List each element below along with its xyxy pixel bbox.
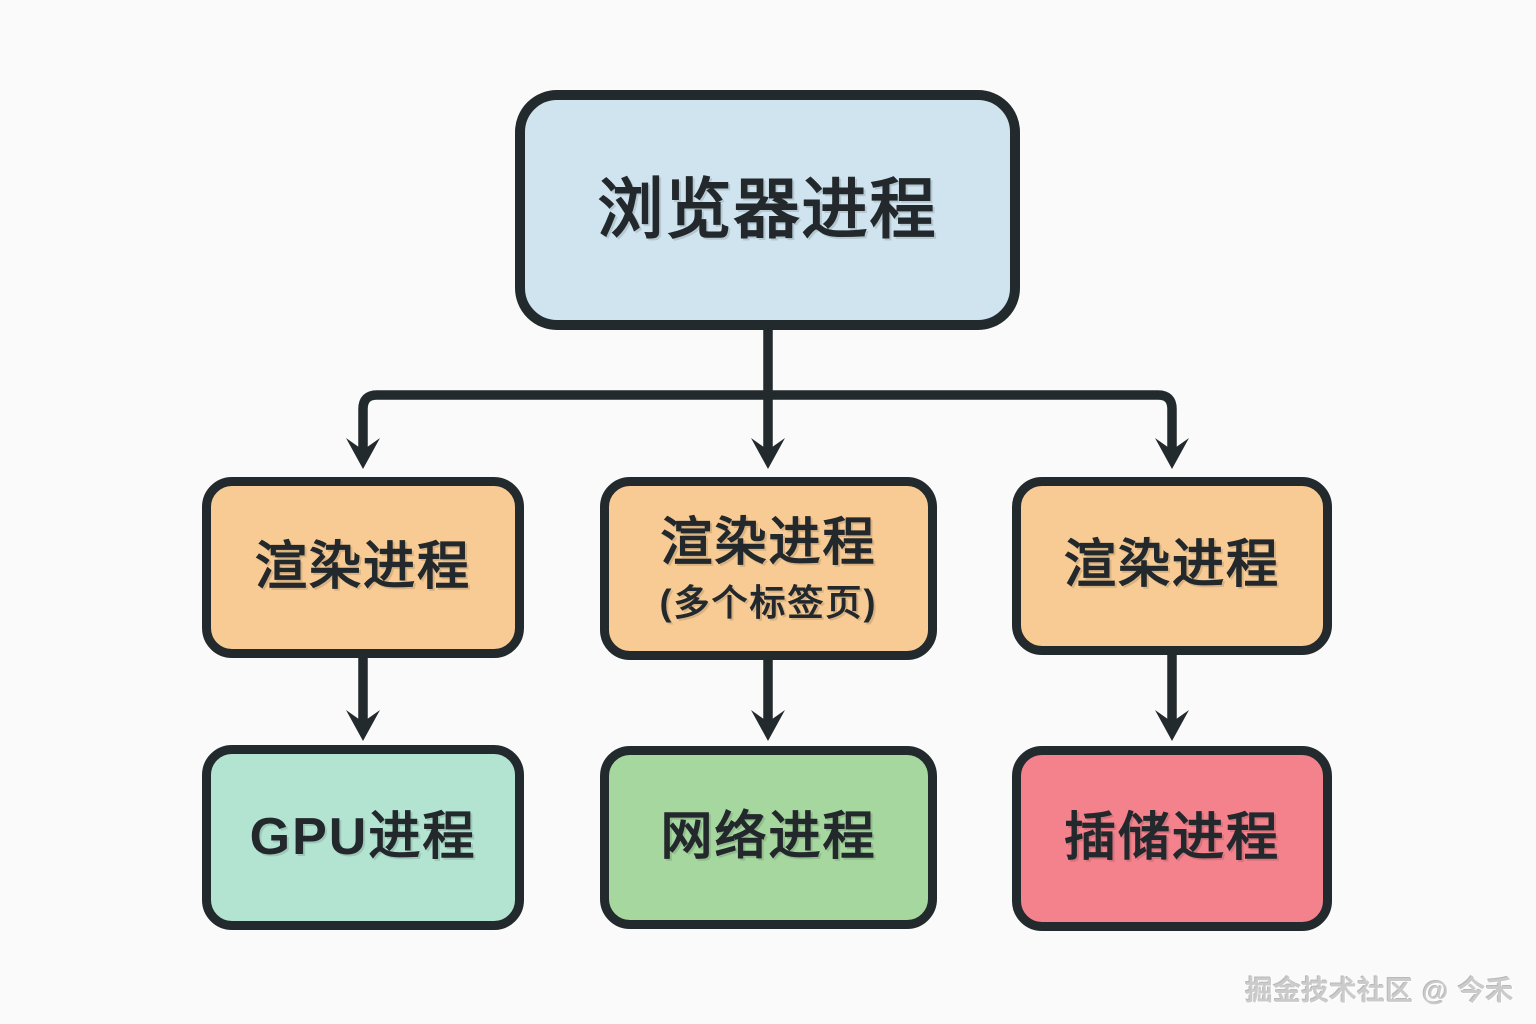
node-plugin-process-label: 插储进程: [1063, 808, 1280, 867]
node-render-process-center-sublabel: (多个标签页): [659, 581, 878, 623]
node-network-process-label: 网络进程: [660, 807, 877, 866]
node-gpu-process-label: GPU进程: [249, 807, 477, 866]
node-render-process-left: 渲染进程: [202, 477, 524, 658]
node-render-process-center: 渲染进程 (多个标签页): [600, 477, 937, 660]
node-render-process-right-label: 渲染进程: [1063, 536, 1280, 595]
node-render-process-left-label: 渲染进程: [254, 537, 471, 596]
node-plugin-process: 插储进程: [1012, 746, 1332, 931]
edge-distribution-bar: [358, 390, 1177, 452]
node-browser-process: 浏览器进程: [515, 90, 1020, 330]
node-gpu-process: GPU进程: [202, 745, 524, 930]
node-render-process-right: 渲染进程: [1012, 477, 1332, 655]
node-browser-process-label: 浏览器进程: [597, 172, 938, 247]
node-network-process: 网络进程: [600, 746, 937, 929]
node-render-process-center-label: 渲染进程: [660, 513, 877, 572]
watermark-credit: 掘金技术社区 @ 今禾: [1245, 976, 1514, 1006]
